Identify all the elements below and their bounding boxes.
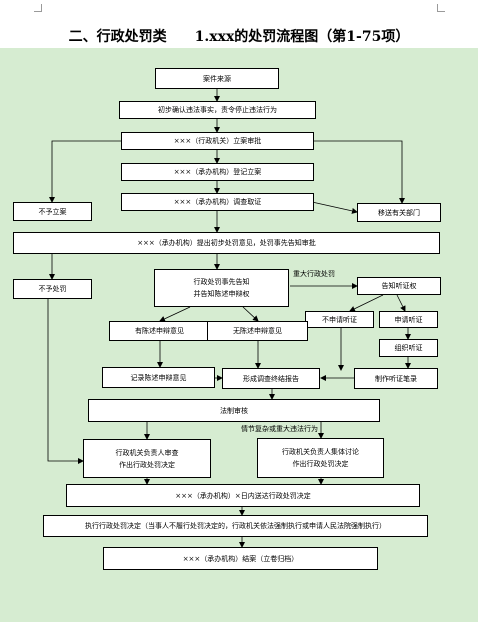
node-no-case: 不予立案 xyxy=(13,202,92,221)
node-advance-notice: 行政处罚事先告知 并告知陈述申辩权 xyxy=(154,269,289,307)
edge-hearing-no-hearing xyxy=(349,294,384,312)
node-hearing-notice: 告知听证权 xyxy=(357,277,441,295)
flowchart-canvas: 案件来源 初步确认违法事实，责令停止违法行为 ×××（行政机关）立案审批 ×××… xyxy=(0,48,478,622)
edge-review-transfer xyxy=(312,140,405,204)
label-complex-case: 情节复杂或重大违法行为 xyxy=(241,425,318,433)
node-transfer: 移送有关部门 xyxy=(357,203,441,222)
edge-review-no-case xyxy=(49,140,122,203)
edge-notify-has-defense xyxy=(159,306,191,322)
node-investigate: ×××（承办机构）调查取证 xyxy=(121,193,314,211)
flowchart-connectors xyxy=(47,89,411,548)
node-collective-decision: 行政机关负责人集体讨论 作出行政处罚决定 xyxy=(257,438,384,478)
node-leader-decision: 行政机关负责人审查 作出行政处罚决定 xyxy=(83,439,211,478)
edge-notify-no-defense xyxy=(242,306,259,322)
node-apply-hearing: 申请听证 xyxy=(379,311,438,328)
edge-investigate-transfer xyxy=(311,201,358,214)
node-execute-decision: 执行行政处罚决定（当事人不履行处罚决定的，行政机关依法强制执行或申请人民法院强制… xyxy=(43,515,428,537)
page-corner-mark-right xyxy=(437,4,445,12)
page-corner-mark-left xyxy=(34,4,42,12)
node-has-defense: 有陈述申辩意见 xyxy=(109,321,210,341)
node-no-hearing: 不申请听证 xyxy=(305,311,374,328)
label-major-penalty: 重大行政处罚 xyxy=(293,270,335,278)
node-hearing-record: 制作听证笔录 xyxy=(354,368,438,389)
node-no-defense: 无陈述申辩意见 xyxy=(207,321,308,341)
node-record-defense: 记录陈述申辩意见 xyxy=(102,367,215,388)
node-legal-review: 法制审核 xyxy=(88,399,380,422)
node-preliminary-opinion: ×××（承办机构）提出初步处罚意见，处罚事先告知审批 xyxy=(13,232,440,254)
node-case-source: 案件来源 xyxy=(155,68,279,89)
node-organize-hearing: 组织听证 xyxy=(379,339,438,357)
node-case-review: ×××（行政机关）立案审批 xyxy=(121,132,314,150)
node-deliver-decision: ×××（承办机构）×日内送达行政处罚决定 xyxy=(66,484,420,507)
edge-hearing-apply xyxy=(396,294,406,312)
node-initial-confirm: 初步确认违法事实，责令停止违法行为 xyxy=(119,101,316,119)
page-title: 二、行政处罚类 1.xxx的处罚流程图（第1-75项） xyxy=(68,29,410,45)
node-no-penalty: 不予处罚 xyxy=(13,279,92,299)
edge-no-penalty-leader xyxy=(47,299,84,464)
node-close-case: ×××（承办机构）结案（立卷归档） xyxy=(103,547,378,570)
node-final-report: 形成调查终结报告 xyxy=(222,368,320,389)
node-case-register: ×××（承办机构）登记立案 xyxy=(121,163,314,181)
